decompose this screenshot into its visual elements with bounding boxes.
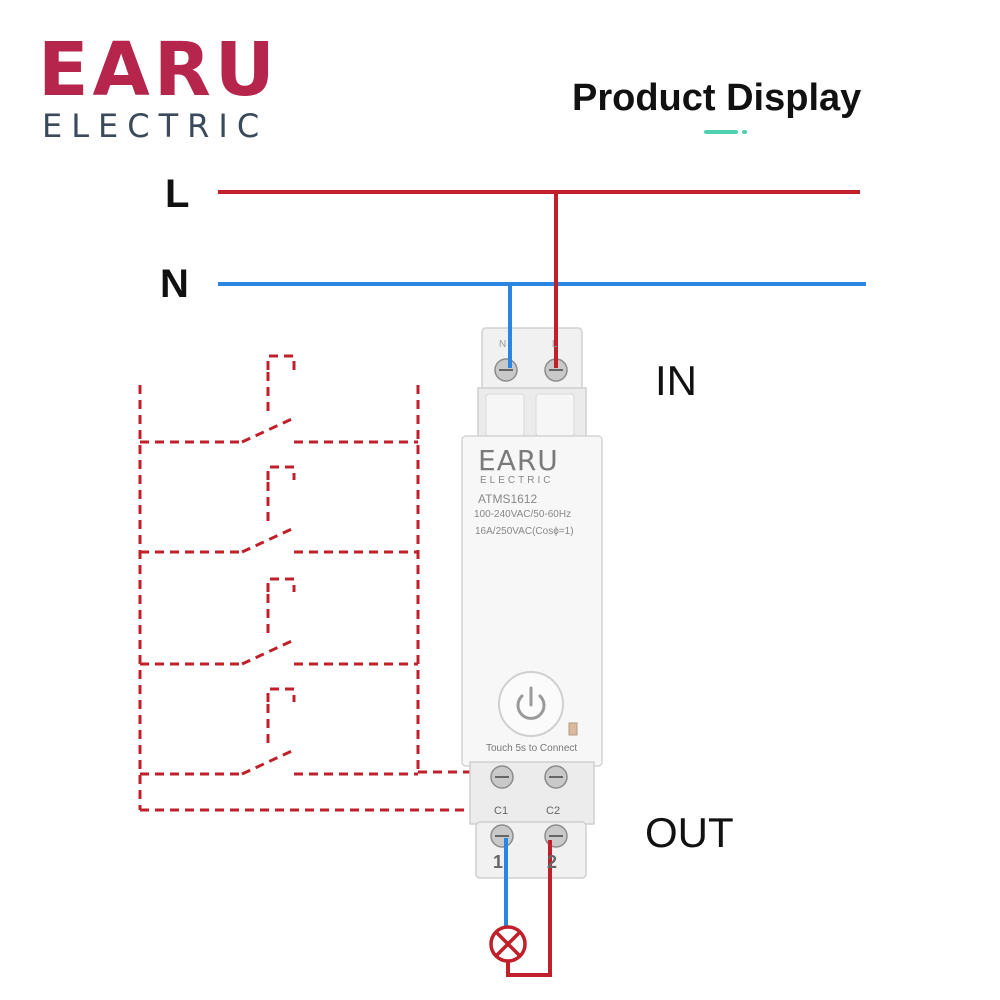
terminal-1-marking: 1 <box>493 852 504 872</box>
title-underline-dot <box>742 130 747 134</box>
title-underline <box>704 130 738 134</box>
device-rating: 16A/250VAC(Cosϕ=1) <box>475 526 574 537</box>
terminal-n-marking: N <box>499 339 507 350</box>
switch-3 <box>140 577 418 666</box>
lamp-icon <box>489 925 527 963</box>
screw-terminal-c2-top <box>544 765 568 789</box>
live-line-label: L <box>165 172 190 216</box>
power-icon <box>516 686 546 720</box>
mains-wiring <box>218 190 866 977</box>
switch-4 <box>140 687 418 776</box>
output-terminals-label: OUT <box>645 809 734 856</box>
din-rail-device <box>461 327 603 879</box>
terminal-c1-marking: C1 <box>494 805 509 817</box>
switch-2 <box>140 465 418 554</box>
device-voltage: 100-240VAC/50-60Hz <box>474 509 572 520</box>
screw-terminal-c1-top <box>490 765 514 789</box>
screw-terminal-1 <box>490 824 514 848</box>
status-led <box>568 722 578 736</box>
terminal-c2-marking: C2 <box>546 805 561 817</box>
neutral-line-label: N <box>160 262 189 306</box>
load-return-wire <box>506 840 552 977</box>
device-brand-sub: ELECTRIC <box>480 475 554 486</box>
input-terminals-label: IN <box>655 357 697 404</box>
switch-1 <box>140 354 418 444</box>
button-hint: Touch 5s to Connect <box>486 743 578 754</box>
device-model: ATMS1612 <box>478 492 538 506</box>
brand-logo: EARU <box>38 27 279 113</box>
screw-terminal-l <box>544 358 568 382</box>
terminal-2-marking: 2 <box>547 852 558 872</box>
brand-logo-subtitle: ELECTRIC <box>42 107 269 145</box>
device-brand: EARU <box>478 444 559 477</box>
page-title: Product Display <box>572 77 862 119</box>
terminal-l-marking: L <box>552 339 558 350</box>
screw-terminal-n <box>494 358 518 382</box>
